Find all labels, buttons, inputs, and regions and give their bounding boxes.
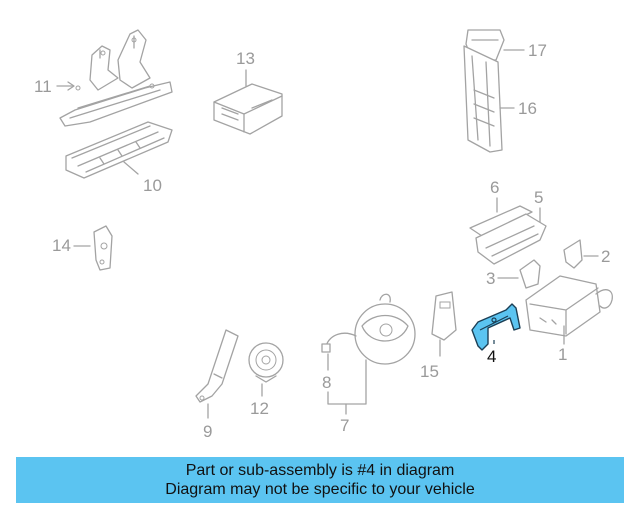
callout-2: 2 — [583, 247, 610, 266]
part-3-clip — [519, 259, 541, 289]
callout-label-6: 6 — [490, 178, 499, 197]
callout-label-14: 14 — [52, 236, 71, 255]
part-9-strap — [195, 329, 239, 403]
callout-16: 16 — [499, 99, 537, 118]
callout-label-1: 1 — [558, 345, 567, 364]
callout-8: 8 — [322, 353, 331, 392]
part-8-harness — [321, 332, 357, 353]
part-1-airbag-module — [525, 275, 613, 337]
callout-6: 6 — [490, 178, 499, 213]
callout-label-15: 15 — [420, 362, 439, 381]
part-2-bracket — [563, 239, 583, 269]
callout-9: 9 — [203, 403, 212, 441]
part-16-rail — [463, 45, 503, 153]
part-7-steering-airbag — [354, 293, 416, 365]
callout-12: 12 — [250, 383, 269, 418]
callout-label-5: 5 — [534, 188, 543, 207]
callout-label-13: 13 — [236, 49, 255, 68]
callout-label-10: 10 — [143, 176, 162, 195]
part-14-sensor — [93, 225, 113, 271]
callout-13: 13 — [236, 49, 255, 87]
callout-label-11: 11 — [34, 77, 52, 96]
callout-label-8: 8 — [322, 373, 331, 392]
callout-1: 1 — [558, 325, 567, 364]
callout-11: 11 — [34, 77, 75, 96]
part-4-bracket-highlighted — [471, 303, 521, 351]
callout-14: 14 — [52, 236, 91, 255]
callout-5: 5 — [534, 188, 543, 223]
callout-label-4: 4 — [487, 347, 496, 366]
callout-label-17: 17 — [528, 41, 547, 60]
callout-label-12: 12 — [250, 399, 269, 418]
callout-10: 10 — [123, 161, 162, 195]
callout-17: 17 — [503, 41, 547, 60]
callout-label-7: 7 — [340, 416, 349, 435]
callout-15: 15 — [420, 339, 441, 381]
part-15-connector — [431, 291, 457, 341]
callout-label-2: 2 — [601, 247, 610, 266]
callout-label-3: 3 — [486, 269, 495, 288]
part-10-module — [65, 121, 173, 179]
info-banner: Part or sub-assembly is #4 in diagram Di… — [16, 457, 624, 503]
callout-label-16: 16 — [518, 99, 537, 118]
callout-4: 4 — [487, 340, 496, 366]
callout-7: 7 — [327, 359, 367, 435]
part-6-strip — [469, 205, 533, 237]
part-13-control-module — [213, 83, 283, 135]
callout-3: 3 — [486, 269, 519, 288]
callout-label-9: 9 — [203, 422, 212, 441]
banner-line-2: Diagram may not be specific to your vehi… — [165, 481, 475, 498]
banner-line-1: Part or sub-assembly is #4 in diagram — [185, 462, 455, 479]
part-5-panel — [475, 213, 547, 265]
part-11-seat-frame — [59, 29, 173, 127]
part-12-clock-spring — [248, 342, 284, 383]
